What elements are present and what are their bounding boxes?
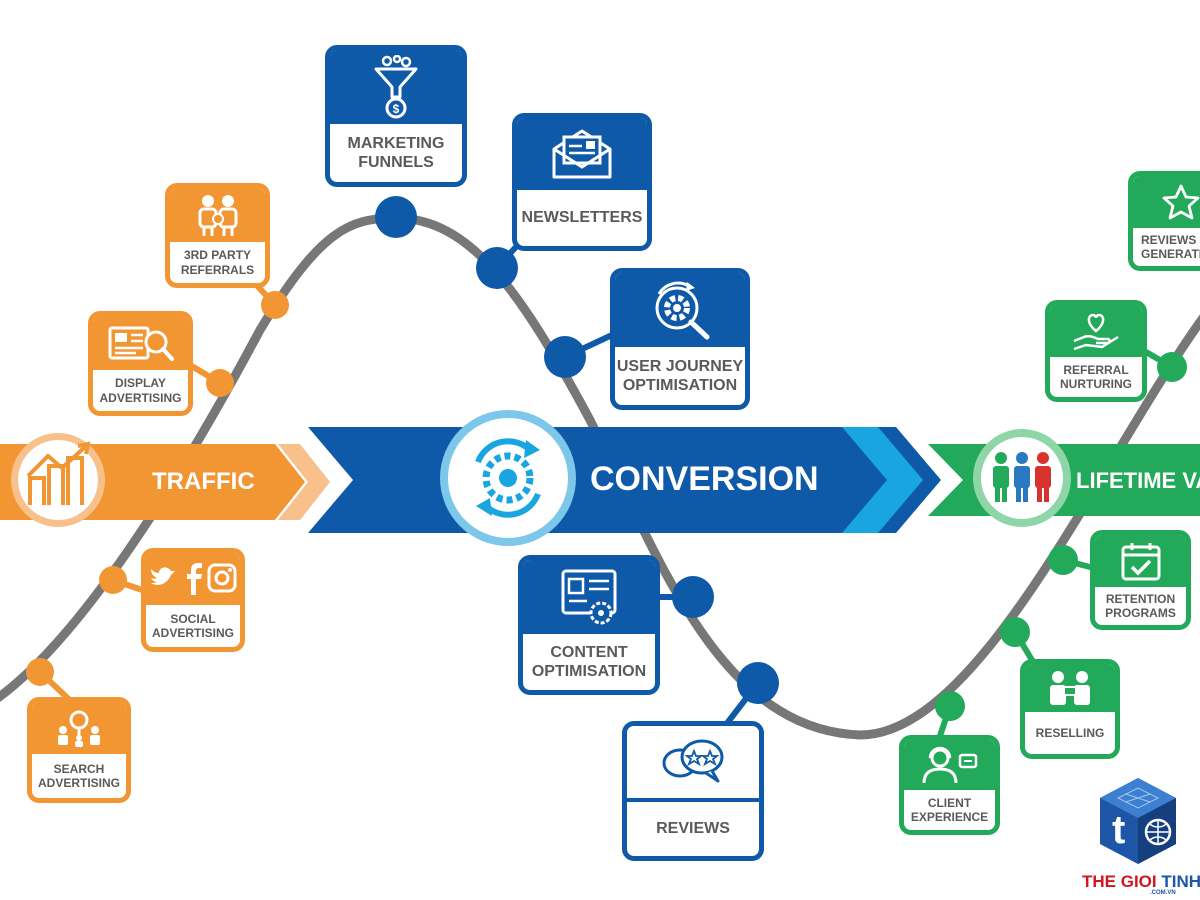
star-icon <box>1162 184 1200 220</box>
conversion-label: CONVERSION <box>590 460 819 498</box>
card-content-optimisation: CONTENT OPTIMISATION <box>518 555 660 695</box>
logo-cube-icon <box>1100 778 1176 864</box>
gear-search-icon <box>655 281 710 340</box>
card-reselling: RESELLING <box>1020 659 1120 759</box>
dot-funnels <box>375 196 417 238</box>
support-agent-icon <box>922 746 977 784</box>
brand-name-red: THE GIOI <box>1082 872 1157 891</box>
dot-display <box>206 369 234 397</box>
funnel-dollar-icon: $ <box>374 55 418 119</box>
lifetime-icon <box>973 429 1071 527</box>
dot-newsletters <box>476 247 518 289</box>
card-label: SOCIAL ADVERTISING <box>151 611 234 640</box>
card-label: CONTENT OPTIMISATION <box>531 643 647 680</box>
content-page-icon <box>561 569 617 625</box>
newspaper-search-icon <box>108 326 174 361</box>
logo-letter: t <box>1112 808 1126 852</box>
card-label: NEWSLETTERS <box>521 209 643 227</box>
traffic-icon <box>11 433 105 527</box>
brand-logo: t <box>1098 776 1178 868</box>
traffic-label: TRAFFIC <box>152 468 255 495</box>
card-search-advertising: SEARCH ADVERTISING <box>27 697 131 803</box>
card-referral-nurturing: REFERRAL NURTURING <box>1045 300 1147 402</box>
card-label: CLIENT EXPERIENCE <box>910 795 989 824</box>
people-search-icon <box>58 710 100 747</box>
card-marketing-funnels: $ MARKETING FUNNELS <box>325 45 467 187</box>
dot-social <box>99 566 127 594</box>
calendar-check-icon <box>1121 543 1160 581</box>
seller-icon <box>1050 671 1090 705</box>
dot-reselling <box>1000 617 1030 647</box>
card-newsletters: NEWSLETTERS <box>512 113 652 251</box>
card-client-experience: CLIENT EXPERIENCE <box>899 735 1000 835</box>
card-label: MARKETING FUNNELS <box>347 134 445 171</box>
conversion-icon <box>440 410 576 546</box>
card-retention-programs: RETENTION PROGRAMS <box>1090 530 1191 630</box>
dot-referral-nurturing <box>1157 352 1187 382</box>
dot-referrals <box>261 291 289 319</box>
brand-name: THE GIOI TINHOC <box>1082 872 1200 892</box>
social-media-icon <box>151 563 237 595</box>
dot-search <box>26 658 54 686</box>
card-label: REFERRAL NURTURING <box>1060 362 1132 391</box>
card-label: REVIEWS <box>656 820 730 838</box>
brand-domain: .COM.VN <box>1150 890 1176 896</box>
dot-journey <box>544 336 586 378</box>
card-reviews-generation: REVIEWS GENERATION <box>1128 171 1200 271</box>
lifetime-label: LIFETIME VA <box>1076 468 1200 493</box>
card-user-journey-optimisation: USER JOURNEY OPTIMISATION <box>610 268 750 410</box>
svg-text:$: $ <box>393 102 400 116</box>
dot-client <box>935 691 965 721</box>
card-display-advertising: DISPLAY ADVERTISING <box>88 311 193 416</box>
card-label: RESELLING <box>1035 725 1105 740</box>
envelope-icon <box>552 129 612 179</box>
card-label: RETENTION PROGRAMS <box>1105 591 1176 620</box>
two-people-icon <box>198 195 237 236</box>
card-label: DISPLAY ADVERTISING <box>99 376 182 405</box>
brand-name-blue: TINHOC <box>1161 872 1200 891</box>
dot-retention <box>1048 545 1078 575</box>
star-speech-icon <box>662 739 724 783</box>
card-social-advertising: SOCIAL ADVERTISING <box>141 548 245 652</box>
card-label: REVIEWS GENERATION <box>1141 232 1200 261</box>
card-3rd-party-referrals: 3RD PARTY REFERRALS <box>165 183 270 288</box>
card-label: USER JOURNEY OPTIMISATION <box>616 357 744 394</box>
heart-hand-icon <box>1073 313 1119 351</box>
card-label: 3RD PARTY REFERRALS <box>180 248 255 277</box>
card-label: SEARCH ADVERTISING <box>37 761 120 790</box>
dot-content <box>672 576 714 618</box>
card-reviews: REVIEWS <box>622 721 764 861</box>
dot-reviews <box>737 662 779 704</box>
